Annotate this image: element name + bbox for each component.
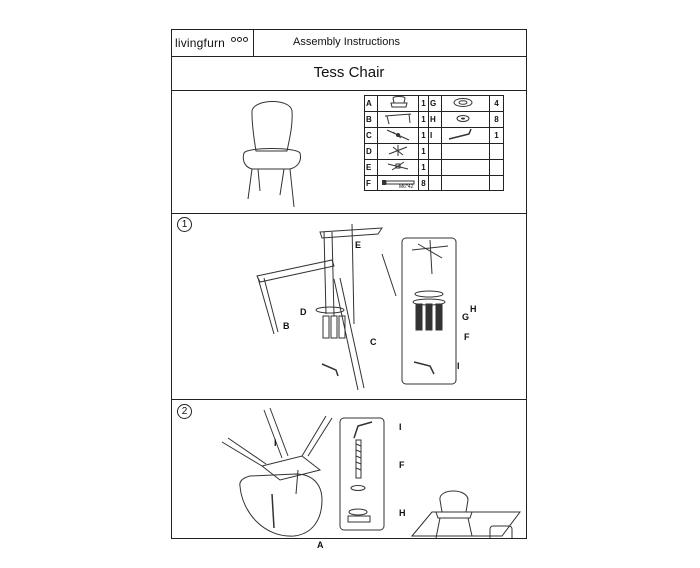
label-b: B	[283, 321, 290, 331]
part-letter: C	[364, 127, 378, 144]
seat-part-icon	[377, 95, 419, 112]
parts-row-b: B 1 H 8	[364, 111, 504, 128]
label-i-detail: I	[399, 422, 402, 432]
header-row: livingfurn Assembly Instructions	[172, 30, 526, 57]
part-letter: H	[428, 111, 442, 128]
label-e: E	[355, 240, 362, 250]
label-f-detail: F	[399, 460, 405, 470]
part-letter	[428, 143, 442, 160]
part-qty: 8	[489, 111, 504, 128]
label-a: A	[317, 540, 324, 550]
brand-dots-icon	[231, 37, 248, 42]
product-title-row: Tess Chair	[172, 57, 526, 91]
part-qty	[489, 143, 504, 160]
part-letter: D	[364, 143, 378, 160]
part-qty: 1	[489, 127, 504, 144]
instruction-sheet: livingfurn Assembly Instructions Tess Ch…	[171, 29, 527, 550]
brand-logo: livingfurn	[175, 36, 248, 50]
step-1-number: 1	[177, 217, 192, 232]
allen-key-icon	[441, 127, 490, 144]
part-letter	[428, 159, 442, 176]
part-qty	[489, 175, 504, 191]
parts-row-e: E 1	[364, 159, 504, 176]
part-qty: 1	[418, 143, 429, 160]
step-1-illustration	[256, 223, 457, 391]
part-qty: 1	[418, 159, 429, 176]
parts-row-d: D 1	[364, 143, 504, 160]
parts-row-c: C 1 I 1	[364, 127, 504, 144]
part-letter: B	[364, 111, 378, 128]
empty-cell	[441, 175, 490, 191]
parts-row-a: A 1 G 4	[364, 95, 504, 112]
document-title: Assembly Instructions	[293, 36, 400, 48]
label-c: C	[370, 337, 377, 347]
empty-cell	[441, 143, 490, 160]
part-qty: 1	[418, 127, 429, 144]
brand-name: livingfurn	[175, 36, 226, 50]
part-letter: F	[364, 175, 378, 191]
part-letter	[428, 175, 442, 191]
parts-overview: A 1 G 4 B 1 H	[172, 91, 526, 214]
label-h-detail: H	[399, 508, 406, 518]
header-divider	[253, 30, 254, 57]
label-i-main: I	[274, 438, 277, 448]
part-letter: G	[428, 95, 442, 112]
empty-cell	[441, 159, 490, 176]
part-qty: 1	[418, 95, 429, 112]
large-washer-icon	[441, 95, 490, 112]
step-1-panel: 1	[172, 214, 526, 400]
part-letter: A	[364, 95, 378, 112]
part-qty: 8	[418, 175, 429, 191]
parts-row-f: F M6*42 8	[364, 175, 504, 191]
parts-table: A 1 G 4 B 1 H	[364, 95, 504, 191]
bracket-e-icon	[377, 159, 419, 176]
step-2-panel: 2	[172, 400, 526, 550]
product-name: Tess Chair	[313, 64, 385, 81]
part-qty: 4	[489, 95, 504, 112]
chair-illustration	[242, 100, 301, 208]
label-h: H	[470, 304, 477, 314]
part-letter: E	[364, 159, 378, 176]
small-washer-icon	[441, 111, 490, 128]
leg-frame-c-icon	[377, 127, 419, 144]
part-qty	[489, 159, 504, 176]
bolt-icon: M6*42	[377, 175, 419, 191]
part-letter: I	[428, 127, 442, 144]
label-f: F	[464, 332, 470, 342]
label-i: I	[457, 361, 460, 371]
leg-frame-b-icon	[377, 111, 419, 128]
label-d: D	[300, 307, 307, 317]
bracket-d-icon	[377, 143, 419, 160]
bolt-size-label: M6*42	[399, 184, 414, 190]
step-2-number: 2	[177, 404, 192, 419]
step-2-illustration	[221, 407, 521, 538]
part-qty: 1	[418, 111, 429, 128]
label-g: G	[462, 312, 470, 322]
